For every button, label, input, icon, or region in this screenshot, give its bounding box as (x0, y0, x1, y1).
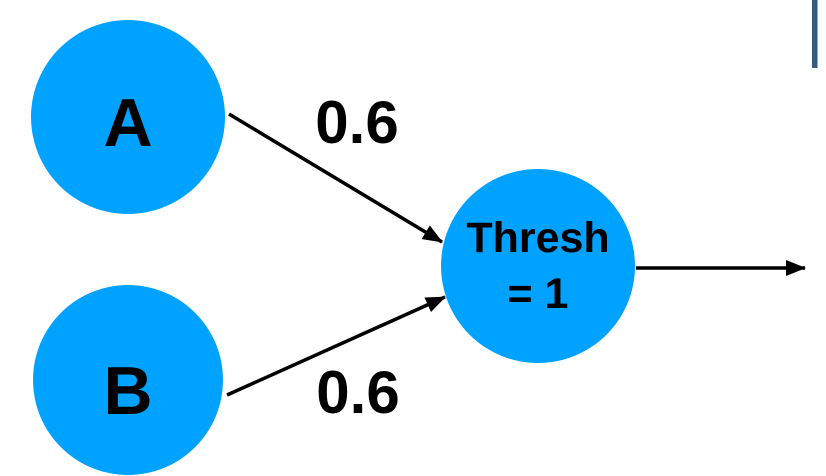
threshold-node-circle (441, 169, 635, 363)
threshold-label-line2: = 1 (508, 270, 569, 318)
node-b-label: B (103, 353, 152, 429)
node-a-label: A (103, 85, 152, 161)
threshold-node: Thresh = 1 (441, 169, 635, 363)
input-node-a: A (31, 20, 225, 214)
edge-a-weight-label: 0.6 (315, 89, 398, 156)
node-b-circle (33, 285, 223, 475)
input-node-b: B (33, 285, 223, 475)
edge-b-to-threshold-arrow (226, 295, 446, 397)
edge-a-to-threshold-arrow (228, 112, 443, 244)
accent-bar (812, 0, 818, 68)
edge-b-weight-label: 0.6 (316, 359, 399, 426)
threshold-label-line1: Thresh (466, 214, 609, 262)
node-a-circle (31, 20, 225, 214)
